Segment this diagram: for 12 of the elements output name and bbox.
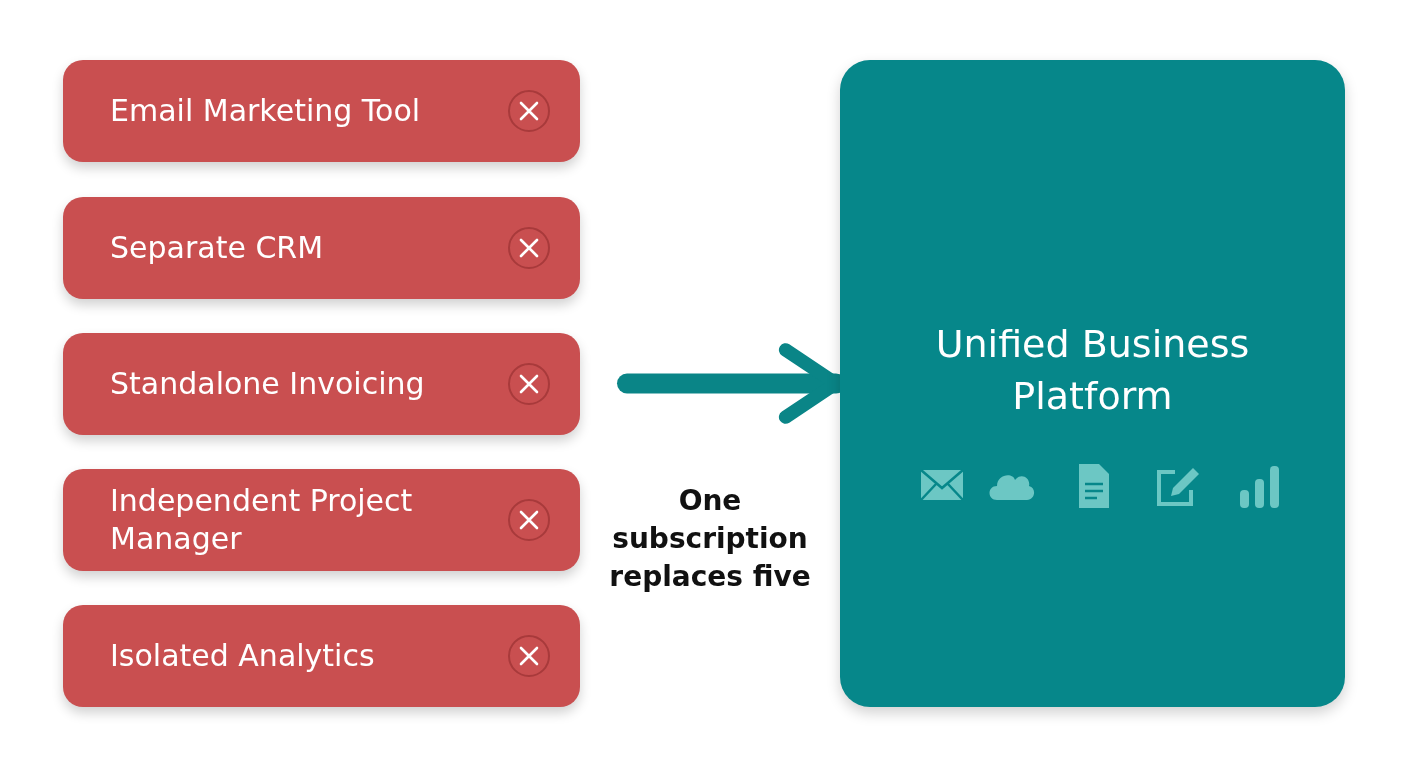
tool-box — [63, 197, 580, 299]
tool-box — [63, 60, 580, 162]
tool-name: Independent Project Manager — [110, 482, 414, 558]
tool-name: Email Marketing Tool — [110, 92, 422, 130]
tool-name: Isolated Analytics — [110, 637, 376, 675]
tool-name: Standalone Invoicing — [110, 365, 426, 403]
tool-box — [63, 469, 580, 571]
platform-title: Unified Business Platform — [934, 321, 1251, 420]
platform-box — [840, 60, 1345, 707]
tool-box — [63, 605, 580, 707]
tool-box — [63, 333, 580, 435]
tool-name: Separate CRM — [110, 229, 325, 267]
